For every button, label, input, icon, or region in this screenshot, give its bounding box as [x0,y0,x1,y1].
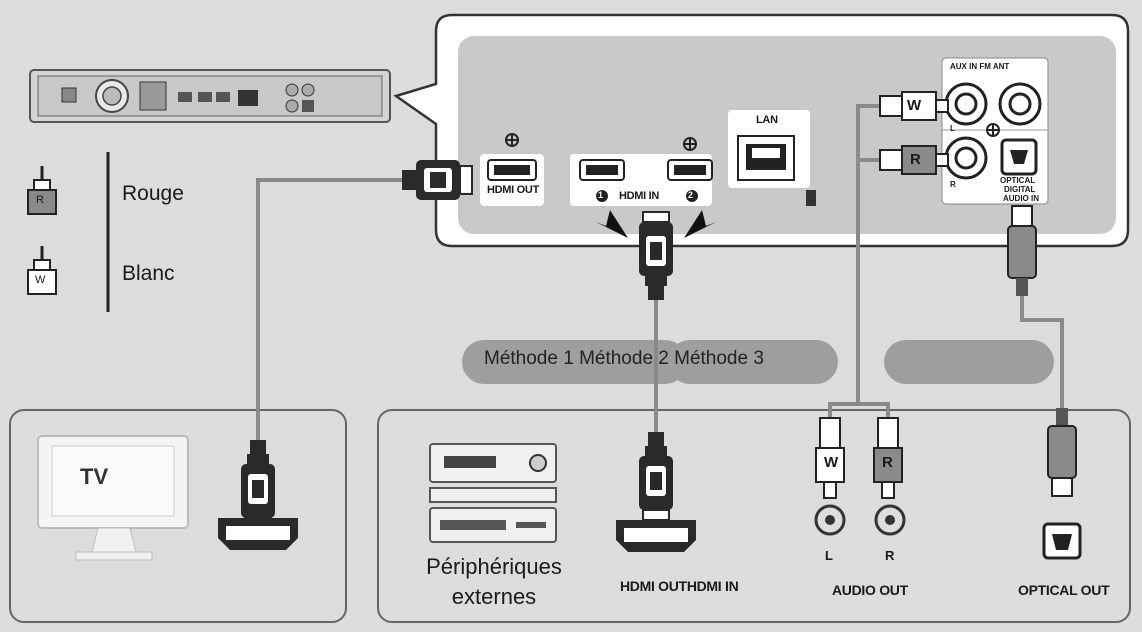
external-devices-line2: externes [451,584,537,609]
methods-label: Méthode 1 Méthode 2 Méthode 3 [484,348,764,369]
aux-r-label: R [950,180,956,189]
hdmi-plug-to-receiver [402,160,473,200]
hdmi-out-port-label: HDMI OUT [487,184,539,196]
audio-out-label: AUDIO OUT [832,582,908,598]
legend-white-letter: W [35,274,46,286]
audio-l-label: L [825,548,833,563]
rca-r-device-letter: R [882,454,893,471]
hdmi-out-in-label: HDMI OUTHDMI IN [620,578,739,594]
optical-out-label: OPTICAL OUT [1018,582,1110,598]
hdmi-in-1-label: 1 [598,190,604,200]
hdmi-in-port-label: HDMI IN [619,190,660,202]
rca-plug-red-panel [879,145,949,175]
rca-r-panel-letter: R [910,151,921,168]
method-2-pill [668,340,838,384]
legend-red-letter: R [36,194,44,206]
optical-plug-device [1047,408,1077,497]
rca-plug-white-device [815,417,845,499]
optical-in-label-1: OPTICAL [1000,176,1036,185]
rca-plug-white-panel [879,91,949,121]
aux-fm-label: AUX IN FM ANT [950,62,1010,71]
tv-label: TV [80,464,109,489]
lan-port-label: LAN [756,114,778,126]
optical-in-label-3: AUDIO IN [1003,194,1039,203]
hdmi-in-2-label: 2 [688,190,694,200]
white-plug-legend-icon [27,246,57,295]
legend-red-label: Rouge [122,182,184,205]
external-devices-label: Périphériques externes [414,552,574,612]
method-3-pill [884,340,1054,384]
rca-w-device-letter: W [824,454,839,471]
audio-r-label: R [885,548,895,563]
receiver-rear-overview [29,69,391,123]
aux-l-label: L [950,124,955,133]
method-1-pill [462,340,687,384]
rca-w-panel-letter: W [907,97,922,114]
optical-plug-panel [1007,205,1037,296]
tv-icon [37,435,189,561]
legend-white-label: Blanc [122,262,175,285]
red-plug-legend-icon [27,166,57,215]
rca-plug-red-device [873,417,903,499]
hdmi-plug-to-hdmi-in [638,211,674,301]
optical-in-label-2: DIGITAL [1004,185,1036,194]
external-devices-box [377,409,1131,623]
external-devices-icon [429,443,557,543]
cables [256,104,1064,440]
external-devices-line1: Périphériques [426,554,562,579]
